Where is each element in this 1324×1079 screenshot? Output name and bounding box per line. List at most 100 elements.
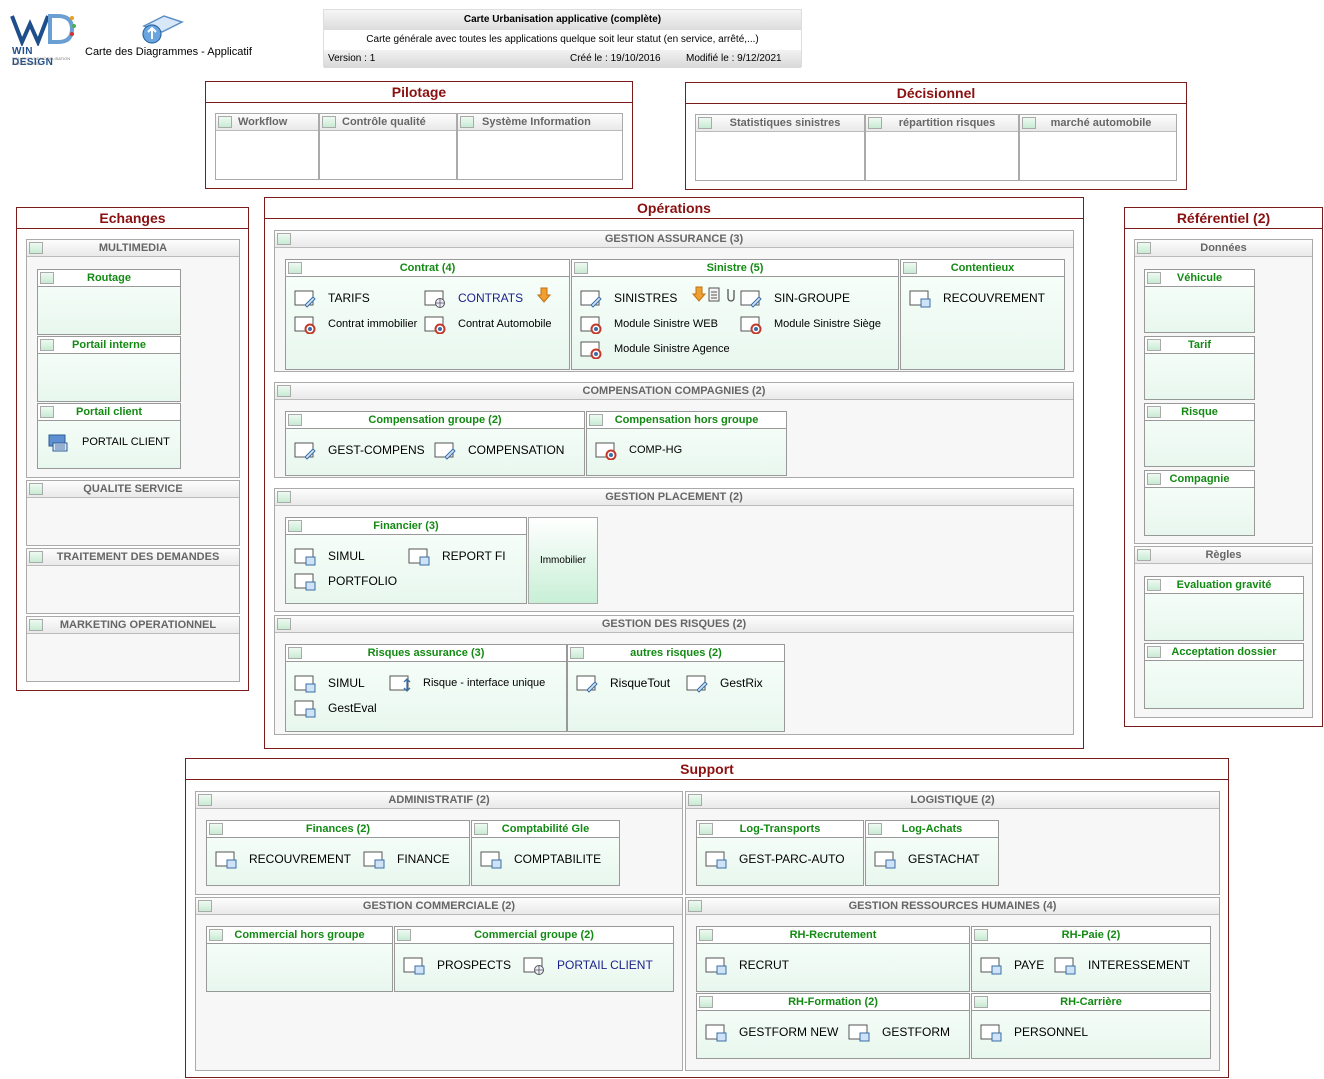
- quartier-statistiques-sinistres[interactable]: Statistiques sinistres: [695, 114, 865, 181]
- ilot-log-achats[interactable]: Log-Achats GESTACHAT: [865, 820, 999, 886]
- zone-support[interactable]: Support ADMINISTRATIF (2) Finances (2) R…: [185, 758, 1229, 1078]
- checkbox-icon: [1147, 646, 1161, 658]
- ilot-rh-paie[interactable]: RH-Paie (2) PAYE INTERESSEMENT: [971, 926, 1211, 992]
- quartier-gestion-risques[interactable]: GESTION DES RISQUES (2) Risques assuranc…: [274, 615, 1074, 735]
- app-label: GESTFORM NEW: [739, 1025, 839, 1039]
- checkbox-icon: [868, 823, 882, 835]
- diagram-map-icon[interactable]: [140, 14, 186, 46]
- ilot-commercial-groupe[interactable]: Commercial groupe (2) PROSPECTS PORTAIL …: [394, 926, 674, 992]
- quartier-marche-automobile[interactable]: marché automobile: [1019, 114, 1177, 181]
- ilot-title: Portail interne: [38, 337, 180, 354]
- quartier-administratif[interactable]: ADMINISTRATIF (2) Finances (2) RECOUVREM…: [195, 791, 683, 895]
- ilot-commercial-hors-groupe[interactable]: Commercial hors groupe: [206, 926, 393, 992]
- checkbox-icon: [1147, 406, 1161, 418]
- tag-app-icon: [434, 442, 456, 460]
- diagram-header: Carte Urbanisation applicative (complète…: [323, 9, 802, 68]
- quartier-gestion-assurance[interactable]: GESTION ASSURANCE (3) Contrat (4) TARIFS…: [274, 230, 1074, 372]
- quartier-regles[interactable]: Règles Evaluation gravité Acceptation do…: [1134, 546, 1313, 718]
- checkbox-icon: [29, 551, 43, 563]
- quartier-donnees[interactable]: Données Véhicule Tarif Risque Compagnie: [1134, 239, 1313, 544]
- ilot-comptabilite-gle[interactable]: Comptabilité Gle COMPTABILITE: [471, 820, 620, 886]
- app-label: SIMUL: [328, 676, 365, 690]
- quartier-title: marché automobile: [1020, 115, 1176, 132]
- interface-app-icon: [389, 675, 411, 692]
- zone-operations[interactable]: Opérations GESTION ASSURANCE (3) Contrat…: [264, 197, 1084, 749]
- app-label: Module Sinistre WEB: [614, 318, 718, 330]
- ilot-compensation-groupe[interactable]: Compensation groupe (2) GEST-COMPENS COM…: [285, 411, 585, 476]
- ilot-portail-interne[interactable]: Portail interne: [37, 336, 181, 402]
- screen-app-icon: [215, 851, 237, 869]
- checkbox-icon: [903, 262, 917, 274]
- checkbox-icon: [1147, 473, 1161, 485]
- quartier-gestion-placement[interactable]: GESTION PLACEMENT (2) Financier (3) SIMU…: [274, 488, 1074, 612]
- ilot-contentieux[interactable]: Contentieux RECOUVREMENT: [900, 259, 1065, 370]
- module-app-icon: [740, 316, 762, 334]
- quartier-marketing-operationnel[interactable]: MARKETING OPERATIONNEL: [26, 616, 240, 682]
- quartier-title: GESTION COMMERCIALE (2): [196, 898, 682, 915]
- quartier-controle-qualite[interactable]: Contrôle qualité: [319, 113, 457, 180]
- diagram-label[interactable]: Carte des Diagrammes - Applicatif: [85, 46, 252, 58]
- screen-app-icon: [980, 957, 1002, 975]
- app-label: SIN-GROUPE: [774, 291, 851, 305]
- quartier-traitement-demandes[interactable]: TRAITEMENT DES DEMANDES: [26, 548, 240, 614]
- app-label: COMPENSATION: [468, 443, 565, 457]
- ilot-routage[interactable]: Routage: [37, 269, 181, 335]
- ilot-finances[interactable]: Finances (2) RECOUVREMENT FINANCE: [206, 820, 470, 886]
- ilot-compensation-hors-groupe[interactable]: Compensation hors groupe COMP-HG: [586, 411, 787, 476]
- app-label: TARIFS: [328, 291, 370, 305]
- quartier-gestion-rh[interactable]: GESTION RESSOURCES HUMAINES (4) RH-Recru…: [685, 897, 1220, 1071]
- arrow-down-icon: [537, 287, 551, 303]
- quartier-compensation-compagnies[interactable]: COMPENSATION COMPAGNIES (2) Compensation…: [274, 382, 1074, 478]
- quartier-logistique[interactable]: LOGISTIQUE (2) Log-Transports GEST-PARC-…: [685, 791, 1220, 895]
- ilot-rh-recrutement[interactable]: RH-Recrutement RECRUT: [696, 926, 970, 992]
- ilot-financier[interactable]: Financier (3) SIMUL REPORT FI PORTFOLIO: [285, 517, 527, 604]
- checkbox-icon: [288, 414, 302, 426]
- ilot-autres-risques[interactable]: autres risques (2) RisqueTout GestRix: [567, 644, 785, 732]
- quartier-workflow[interactable]: Workflow: [215, 113, 319, 180]
- app-label: PROSPECTS: [437, 958, 512, 972]
- screen-app-icon: [363, 851, 385, 869]
- logo-tagline: SOLUTION DE MODELISATION D'ENTREPRISE: [12, 56, 71, 66]
- zone-pilotage[interactable]: Pilotage Workflow Contrôle qualité Systè…: [205, 81, 633, 189]
- app-label: PORTAIL CLIENT: [557, 958, 653, 972]
- ilot-risque[interactable]: Risque: [1144, 403, 1255, 467]
- screen-app-icon: [909, 290, 931, 308]
- quartier-systeme-information[interactable]: Système Information: [457, 113, 623, 180]
- ilot-rh-formation[interactable]: RH-Formation (2) GESTFORM NEW GESTFORM: [696, 993, 970, 1059]
- ilot-risques-assurance[interactable]: Risques assurance (3) SIMUL Risque - int…: [285, 644, 567, 732]
- quartier-repartition-risques[interactable]: répartition risques: [865, 114, 1019, 181]
- ilot-evaluation-gravite[interactable]: Evaluation gravité: [1144, 576, 1304, 641]
- zone-referentiel[interactable]: Référentiel (2) Données Véhicule Tarif R…: [1124, 207, 1323, 727]
- screen-app-icon: [980, 1024, 1002, 1042]
- screen-app-icon: [294, 700, 316, 718]
- app-label: PORTFOLIO: [328, 574, 398, 588]
- ilot-contrat[interactable]: Contrat (4) TARIFS CONTRATS Contrat immo…: [285, 259, 570, 370]
- ilot-acceptation-dossier[interactable]: Acceptation dossier: [1144, 643, 1304, 709]
- quartier-title: GESTION RESSOURCES HUMAINES (4): [686, 898, 1219, 915]
- checkbox-icon: [1022, 117, 1036, 129]
- quartier-gestion-commerciale[interactable]: GESTION COMMERCIALE (2) Commercial hors …: [195, 897, 683, 1071]
- ilot-title: autres risques (2): [568, 645, 784, 662]
- ilot-rh-carriere[interactable]: RH-Carrière PERSONNEL: [971, 993, 1211, 1059]
- app-label: SINISTRES: [614, 291, 678, 305]
- ilot-sinistre[interactable]: Sinistre (5) SINISTRES SIN-GROUPE Module…: [571, 259, 899, 370]
- ilot-immobilier[interactable]: Immobilier: [528, 517, 598, 604]
- quartier-multimedia[interactable]: MULTIMEDIA Routage Portail interne Porta…: [26, 239, 240, 478]
- ilot-tarif[interactable]: Tarif: [1144, 336, 1255, 400]
- tag-app-icon: [580, 290, 602, 308]
- zone-decisionnel[interactable]: Décisionnel Statistiques sinistres répar…: [685, 82, 1187, 190]
- ilot-title: Evaluation gravité: [1145, 577, 1303, 594]
- checkbox-icon: [699, 929, 713, 941]
- portal-app-icon: [48, 434, 68, 452]
- ilot-log-transports[interactable]: Log-Transports GEST-PARC-AUTO: [696, 820, 864, 886]
- app-label: PORTAIL CLIENT: [82, 436, 170, 448]
- screen-app-icon: [294, 548, 316, 566]
- checkbox-icon: [1147, 339, 1161, 351]
- quartier-qualite-service[interactable]: QUALITE SERVICE: [26, 480, 240, 546]
- zone-echanges[interactable]: Echanges MULTIMEDIA Routage Portail inte…: [16, 207, 249, 691]
- ilot-title: Commercial hors groupe: [207, 927, 392, 944]
- ilot-portail-client[interactable]: Portail client PORTAIL CLIENT: [37, 403, 181, 469]
- app-label: RECOUVREMENT: [943, 291, 1046, 305]
- ilot-vehicule[interactable]: Véhicule: [1144, 269, 1255, 333]
- ilot-compagnie[interactable]: Compagnie: [1144, 470, 1255, 536]
